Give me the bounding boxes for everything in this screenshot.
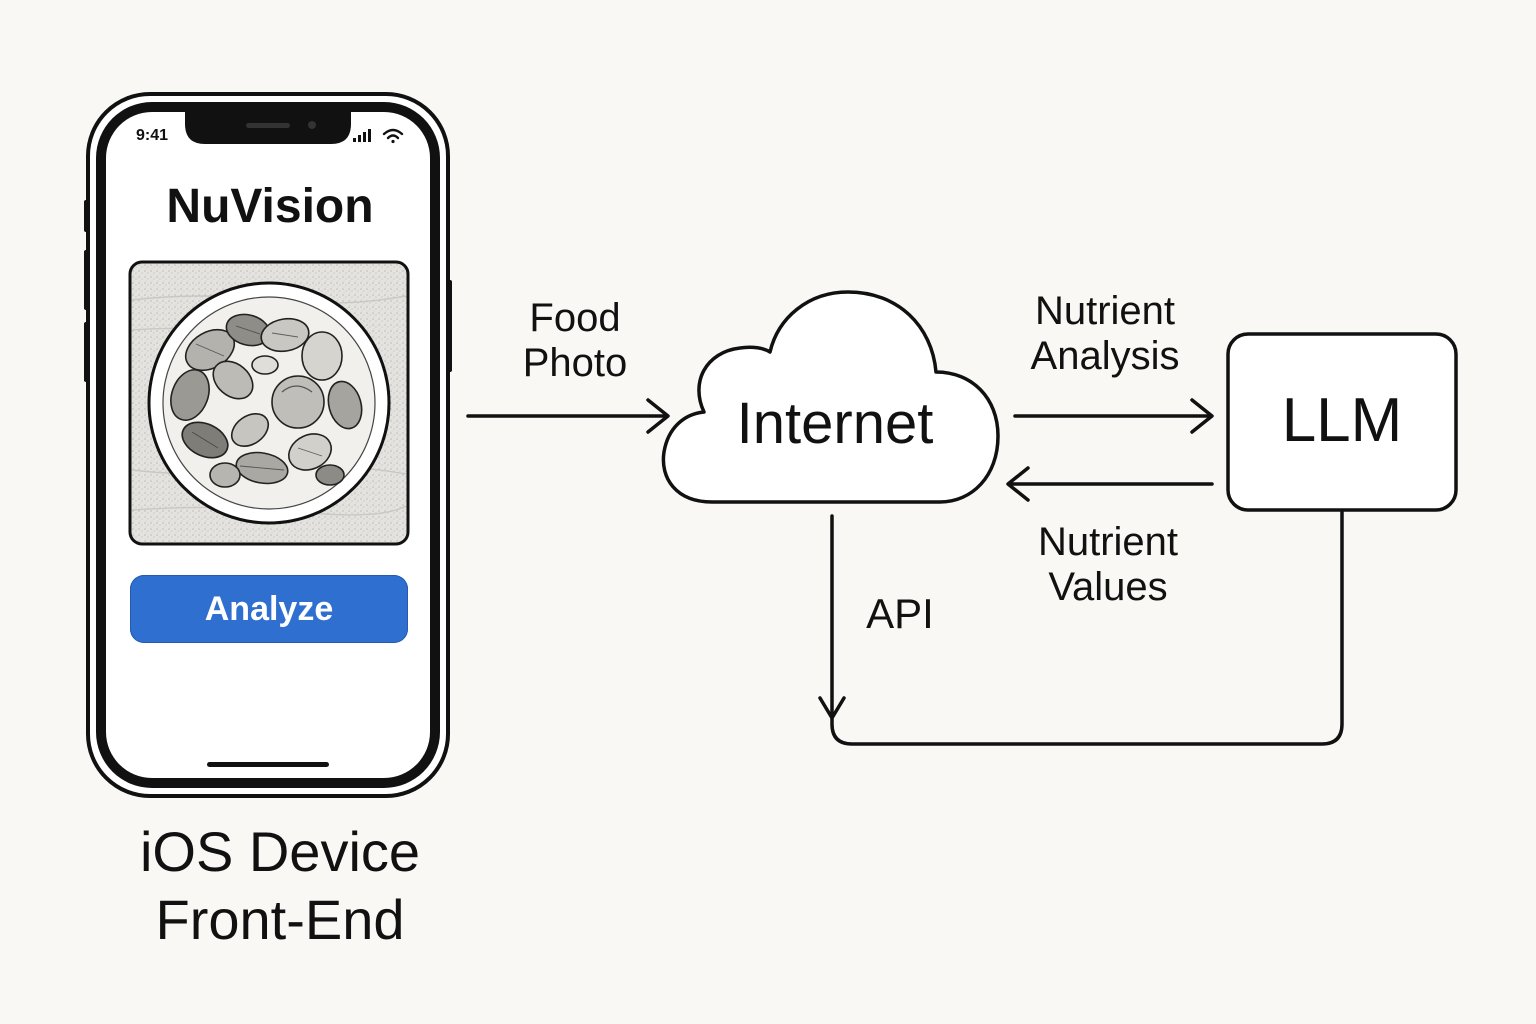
api-label: API — [866, 590, 934, 637]
cellular-signal-icon — [353, 129, 371, 142]
food-photo-label: Food Photo — [500, 296, 650, 386]
device-caption-line2: Front-End — [155, 888, 405, 952]
food-photo-arrow — [466, 398, 670, 434]
nutrient-values-label: Nutrient Values — [1010, 520, 1206, 610]
nutrient-analysis-arrow — [1013, 398, 1214, 434]
llm-label: LLM — [1281, 386, 1403, 455]
nutrient-values-line1: Nutrient — [1037, 520, 1179, 564]
food-photo-label-line1: Food — [529, 296, 621, 340]
food-photo — [128, 260, 410, 546]
app-title: NuVision — [166, 180, 374, 233]
device-caption: iOS Device Front-End — [110, 818, 450, 955]
nutrient-values-line2: Values — [1048, 564, 1168, 609]
llm-box — [1226, 332, 1458, 512]
food-photo-label-line2: Photo — [522, 340, 628, 385]
internet-cloud — [661, 290, 1000, 504]
analyze-button[interactable]: Analyze — [130, 575, 408, 643]
home-indicator — [207, 762, 329, 767]
status-time: 9:41 — [136, 127, 169, 144]
phone-camera — [308, 121, 316, 129]
nutrient-analysis-line1: Nutrient — [1034, 289, 1176, 333]
nutrient-analysis-label: Nutrient Analysis — [1005, 289, 1205, 379]
wifi-icon — [382, 128, 404, 144]
phone-speaker — [246, 123, 290, 128]
internet-label: Internet — [736, 391, 934, 456]
device-caption-line1: iOS Device — [139, 820, 421, 883]
api-loop-connector — [818, 510, 1344, 746]
nutrient-values-arrow — [1006, 466, 1214, 502]
nutrient-analysis-line2: Analysis — [1030, 333, 1180, 378]
